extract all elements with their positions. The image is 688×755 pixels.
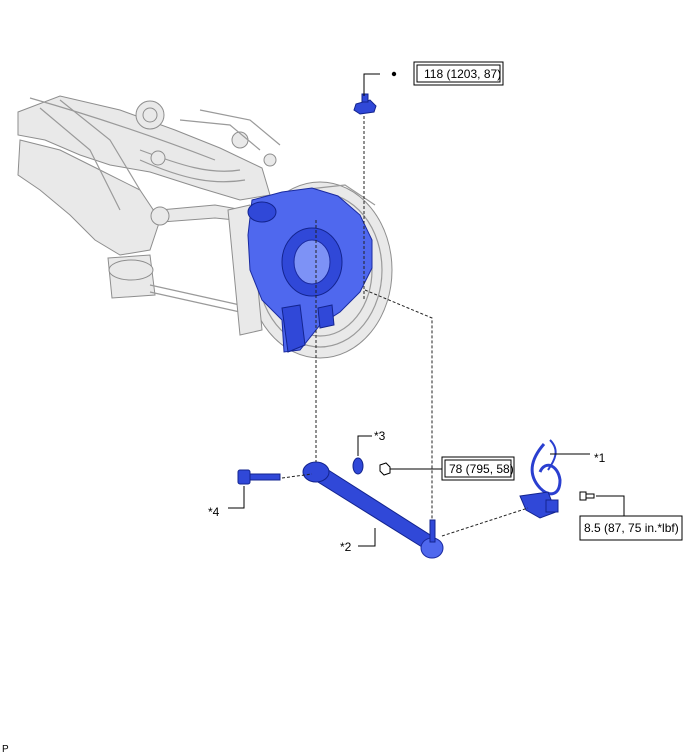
callout-4: *4	[208, 505, 220, 519]
callout-2: *2	[340, 540, 352, 554]
torque-spec-middle-text: 78 (795, 58)	[449, 462, 514, 476]
steering-knuckle	[247, 187, 373, 353]
bolt	[237, 469, 281, 485]
assembly-guide-lines	[281, 116, 529, 537]
torque-spec-box-right: 8.5 (87, 75 in.*lbf)	[579, 515, 683, 541]
lower-arm	[302, 461, 444, 559]
callout-1: *1	[594, 451, 606, 465]
washer	[352, 457, 364, 475]
torque-spec-top-text: 118 (1203, 87)	[424, 67, 501, 81]
callout-3: *3	[374, 429, 386, 443]
leader-lines	[228, 71, 625, 547]
nut	[379, 462, 391, 476]
speed-sensor	[519, 439, 562, 519]
torque-spec-box-top: 118 (1203, 87)	[413, 61, 504, 86]
corner-code: P	[2, 744, 9, 755]
hub-nut-top	[353, 93, 377, 115]
torque-spec-box-middle: 78 (795, 58)	[441, 456, 515, 481]
torque-spec-right-text: 8.5 (87, 75 in.*lbf)	[584, 521, 679, 535]
small-bolt	[579, 491, 595, 501]
